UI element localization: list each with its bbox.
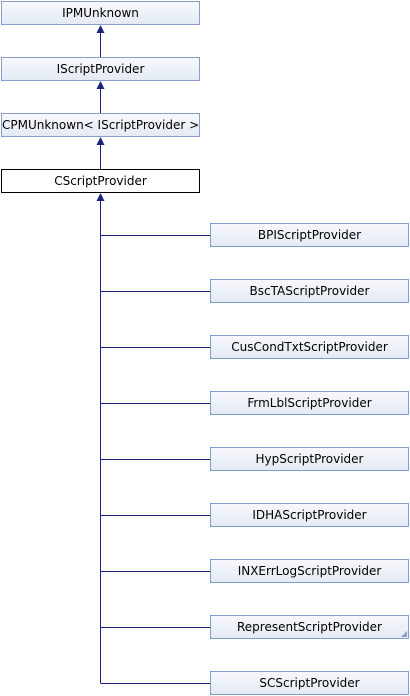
inheritance-arrow-icon [96,193,105,201]
inheritance-arrow-icon [96,81,105,89]
class-node-bpiscriptprovider[interactable]: BPIScriptProvider [210,223,409,247]
more-indicator-icon [401,631,407,637]
class-node-inxerrlogscriptprovider[interactable]: INXErrLogScriptProvider [210,559,409,583]
class-node-hypscriptprovider[interactable]: HypScriptProvider [210,447,409,471]
class-node-iscriptprovider[interactable]: IScriptProvider [1,57,200,81]
class-node-cpmunknown-iscriptprovider[interactable]: CPMUnknown< IScriptProvider > [1,113,200,137]
class-node-cuscondtxtscriptprovider[interactable]: CusCondTxtScriptProvider [210,335,409,359]
class-node-cscriptprovider: CScriptProvider [1,169,200,193]
inheritance-arrow-icon [96,25,105,33]
class-node-ipmunknown[interactable]: IPMUnknown [1,1,200,25]
class-node-representscriptprovider[interactable]: RepresentScriptProvider [210,615,409,639]
inheritance-arrow-icon [96,137,105,145]
class-node-idhascriptprovider[interactable]: IDHAScriptProvider [210,503,409,527]
class-node-frmlblscriptprovider[interactable]: FrmLblScriptProvider [210,391,409,415]
class-node-label: RepresentScriptProvider [236,620,382,634]
class-node-scscriptprovider[interactable]: SCScriptProvider [210,671,409,695]
class-node-bsctascriptprovider[interactable]: BscTAScriptProvider [210,279,409,303]
